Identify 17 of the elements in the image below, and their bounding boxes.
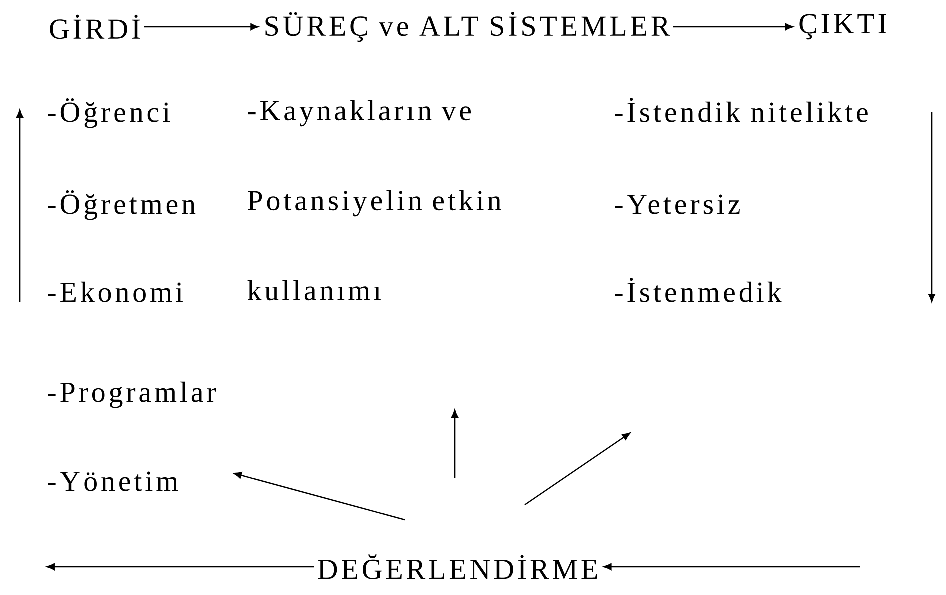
list-item: -Ekonomi: [48, 282, 183, 302]
list-item: -İstendik nitelikte: [615, 98, 868, 122]
list-item: -Yetersiz: [615, 194, 740, 214]
arrow: [604, 564, 860, 570]
arrow: [673, 24, 794, 30]
list-item: -Programlar: [48, 382, 216, 408]
list-item: -Yönetim: [48, 472, 178, 492]
list-item: -Öğrenci: [48, 98, 170, 128]
description-text: -Kaynakların ve Potansiyelin etkin kullanımı: [248, 100, 502, 301]
heading-text: SÜREÇ ve ALT SİSTEMLER: [266, 12, 670, 42]
arrow: [144, 24, 259, 30]
list-item: -İstenmedik: [615, 278, 782, 302]
heading-text: ÇIKTI: [800, 14, 886, 40]
heading-text: GİRDİ: [50, 14, 140, 40]
heading-text: DEĞERLENDİRME: [318, 554, 598, 580]
arrow: [46, 564, 314, 570]
list-item: -Öğretmen: [48, 190, 196, 220]
